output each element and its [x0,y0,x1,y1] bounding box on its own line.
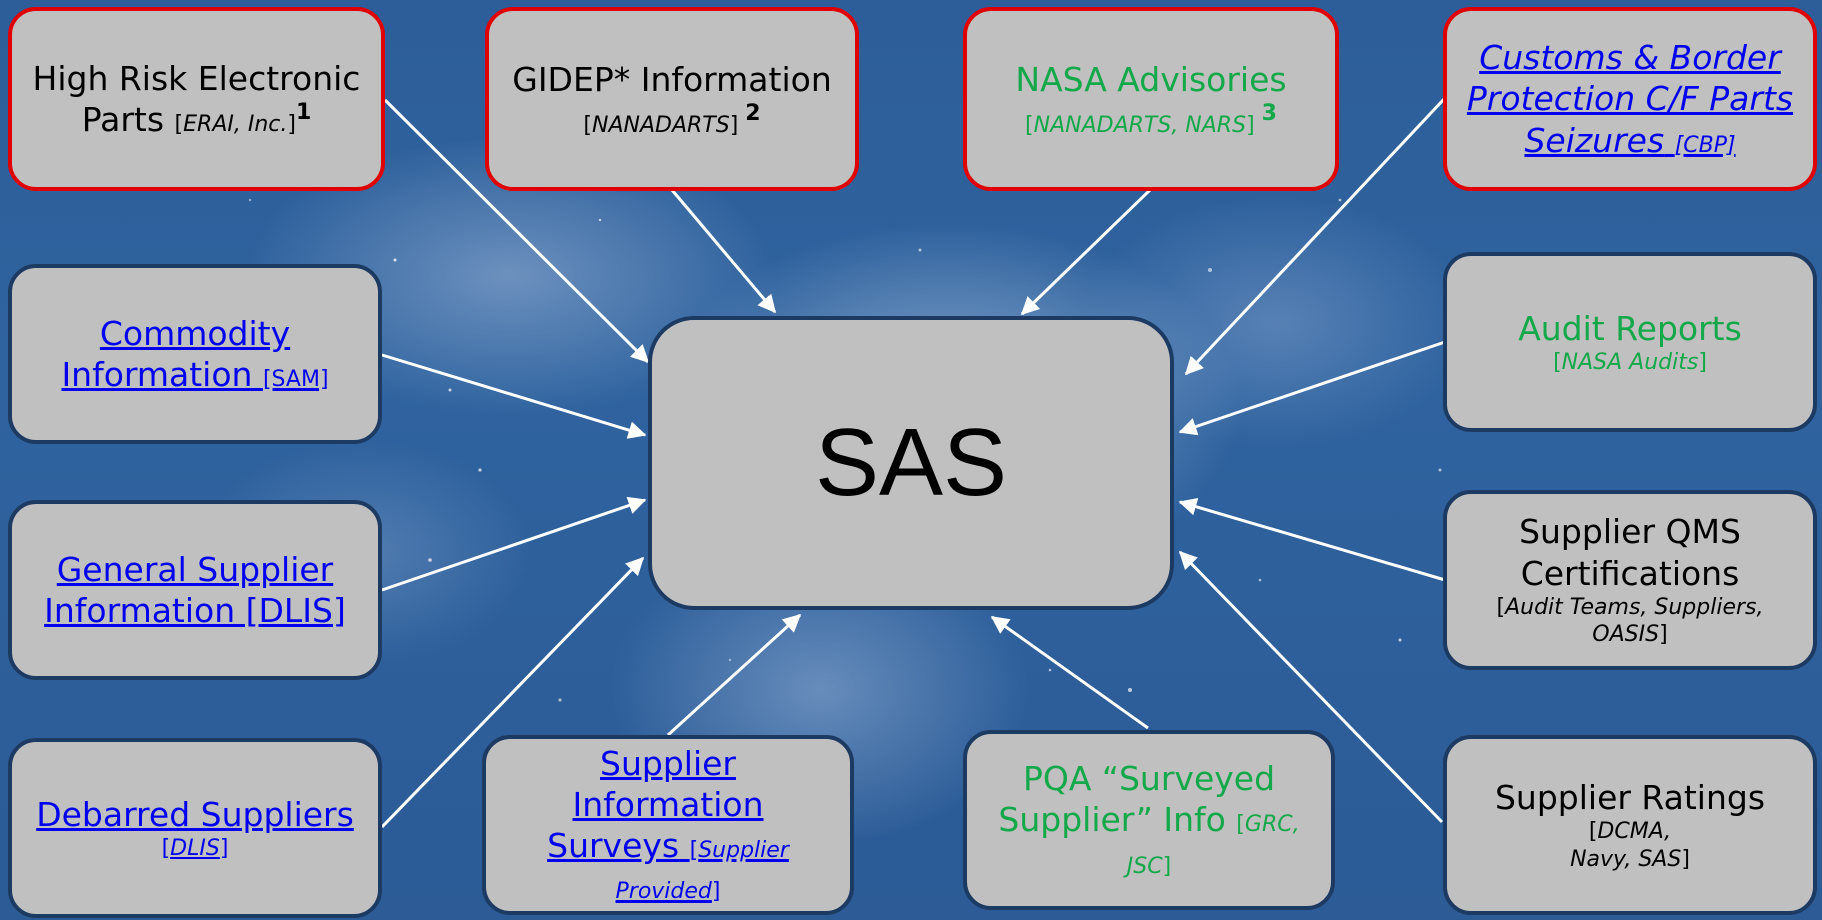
arrow-general-supplier [381,496,647,592]
arrow-high-risk [383,98,650,364]
general-supplier-link-line1[interactable]: General Supplier [56,549,334,589]
customs-link-line1[interactable]: Customs & Border [1479,38,1781,78]
node-gidep-information: GIDEP* Information [NANADARTS] 2 [485,7,859,191]
nasa-advisories-source-line: [NANADARTS, NARS] 3 [1025,100,1277,138]
gidep-title: GIDEP* Information [512,59,832,99]
node-supplier-qms-certifications: Supplier QMS Certifications [Audit Teams… [1443,490,1817,670]
node-pqa-surveyed-supplier: PQA “Surveyed Supplier” Info [GRC, JSC] [963,730,1335,910]
arrow-pqa [990,615,1149,730]
high-risk-line2: Parts [ERAI, Inc.]1 [81,100,312,139]
debarred-suppliers-link[interactable]: Debarred Suppliers [36,794,354,834]
node-customs-border-protection[interactable]: Customs & Border Protection C/F Parts Se… [1443,7,1817,191]
audit-reports-title: Audit Reports [1518,308,1742,348]
node-supplier-ratings: Supplier Ratings [DCMA, Navy, SAS] [1443,735,1817,915]
commodity-link-line2[interactable]: Information [SAM] [61,355,329,394]
arrow-surveys [666,613,802,737]
node-general-supplier-information[interactable]: General Supplier Information [DLIS] [8,500,382,680]
arrow-customs [1184,96,1447,376]
arrow-audit-reports [1178,340,1446,436]
high-risk-title: High Risk Electronic [32,58,361,98]
audit-reports-source: [NASA Audits] [1553,349,1707,375]
node-nasa-advisories: NASA Advisories [NANADARTS, NARS] 3 [963,7,1339,191]
nasa-advisories-title: NASA Advisories [1015,59,1287,99]
ratings-line2: Navy, SAS] [1570,846,1690,872]
surveys-link-line1[interactable]: Supplier Information [572,743,764,824]
qms-title-line1: Supplier QMS [1519,512,1741,552]
arrow-qms [1178,498,1446,582]
node-high-risk-parts: High Risk Electronic Parts [ERAI, Inc.]1 [8,7,385,191]
customs-link-line3[interactable]: Seizures [CBP] [1524,120,1736,160]
customs-link-line2[interactable]: Protection C/F Parts [1466,79,1794,119]
node-commodity-information[interactable]: Commodity Information [SAM] [8,264,382,444]
surveys-link-line2[interactable]: Surveys [Supplier Provided] [547,826,789,905]
debarred-source-link[interactable]: [DLIS] [161,835,229,861]
arrow-ratings [1178,550,1444,824]
high-risk-source: ERAI, Inc. [183,112,288,137]
node-supplier-information-surveys[interactable]: Supplier Information Surveys [Supplier P… [482,735,854,915]
ratings-line1: Supplier Ratings [DCMA, [1494,777,1766,845]
pqa-title-line1: PQA “Surveyed [1022,759,1276,799]
general-supplier-link-line2[interactable]: Information [DLIS] [44,591,346,630]
footnote-marker: 1 [295,100,312,125]
qms-title-line2: Certifications [1520,553,1740,593]
arrow-commodity [381,353,647,439]
gidep-source-line: [NANADARTS] 2 [583,100,761,138]
node-audit-reports: Audit Reports [NASA Audits] [1443,252,1817,432]
footnote-marker: 3 [1261,100,1277,126]
sas-label: SAS [814,409,1008,516]
sas-center-box: SAS [648,316,1174,610]
footnote-marker: 2 [745,100,761,126]
commodity-link-line1[interactable]: Commodity [99,313,291,353]
qms-source: [Audit Teams, Suppliers, OASIS] [1496,594,1764,648]
arrow-gidep [670,189,777,314]
pqa-title-line2: Supplier” Info [GRC, JSC] [998,800,1300,879]
arrow-nasa-advisories [1020,188,1152,316]
node-debarred-suppliers[interactable]: Debarred Suppliers [DLIS] [8,738,382,918]
arrow-debarred [380,556,645,829]
